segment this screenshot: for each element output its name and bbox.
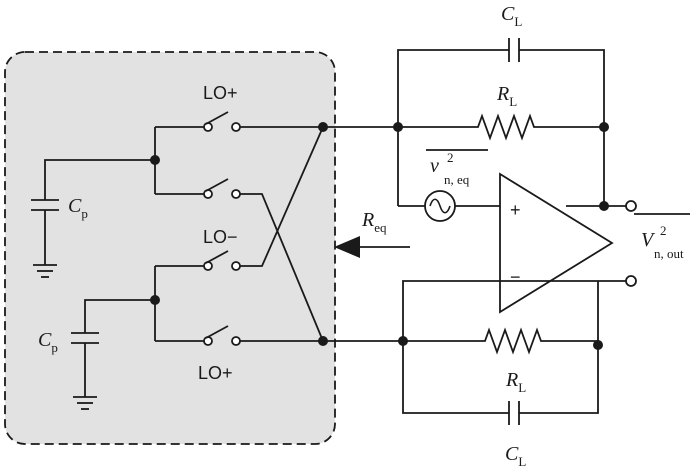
noise-source-branch <box>397 127 500 222</box>
lo-plus-top-label: LO+ <box>203 83 238 103</box>
cp-top-branch <box>31 127 160 278</box>
vn-eq-sup: 2 <box>447 150 454 165</box>
vn-out-sup: 2 <box>660 223 667 238</box>
vn-eq-label: v <box>430 155 439 177</box>
output-terminals <box>566 200 690 287</box>
op-amp <box>499 172 614 314</box>
cp-bottom-label: Cp <box>38 329 58 355</box>
rl-bottom-label: RL <box>505 369 526 395</box>
switch-lo-minus-lower <box>155 126 324 271</box>
switch-lo-plus-bottom <box>155 325 323 346</box>
vn-eq-sub: n, eq <box>444 172 470 187</box>
cp-bottom-branch <box>71 266 160 410</box>
bottom-feedback <box>323 280 603 425</box>
cl-bottom-label: CL <box>505 443 526 469</box>
switch-lo-minus-upper <box>155 178 324 342</box>
lo-minus-label: LO− <box>203 227 238 247</box>
ground-icon <box>73 396 97 410</box>
cp-top-label: Cp <box>68 195 88 221</box>
opamp-minus-label: − <box>510 267 521 287</box>
ground-icon <box>33 264 57 278</box>
vn-out-sub: n, out <box>654 246 684 261</box>
cl-top-label: CL <box>501 3 522 29</box>
req-label: Req <box>361 209 387 235</box>
switch-lo-plus-top <box>155 111 323 132</box>
top-feedback <box>323 38 609 206</box>
opamp-plus-label: + <box>510 200 521 220</box>
switching-core-enclosure <box>4 51 336 445</box>
lo-plus-bottom-label: LO+ <box>198 363 233 383</box>
vn-out-label: V <box>641 229 656 251</box>
left-arrow-icon <box>334 236 410 258</box>
ac-voltage-source-icon <box>424 190 456 222</box>
rl-top-label: RL <box>496 83 517 109</box>
